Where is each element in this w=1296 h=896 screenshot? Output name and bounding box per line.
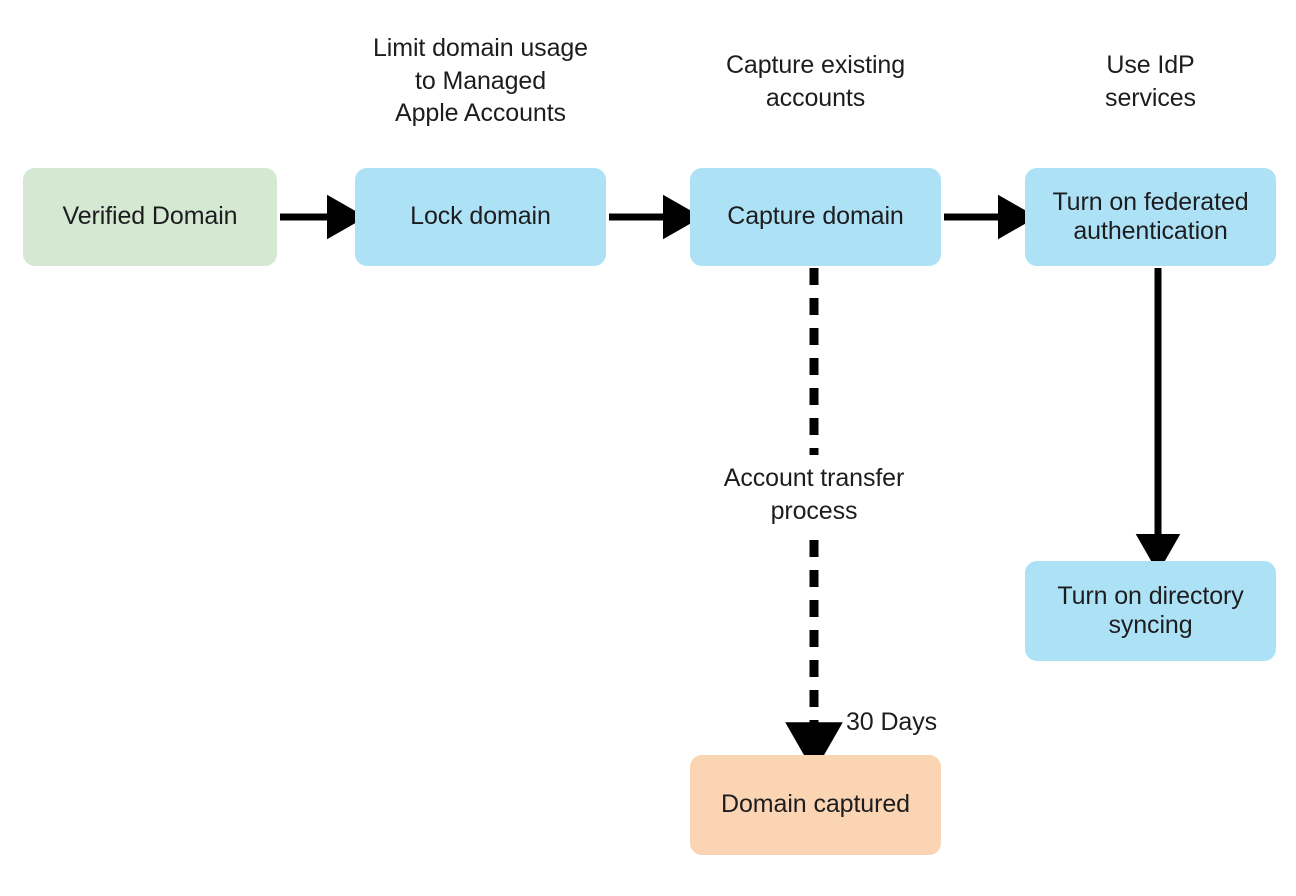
- caption-capture-domain: Capture existing accounts: [725, 51, 906, 112]
- node-lock-domain[interactable]: Lock domain: [355, 168, 606, 266]
- node-verified-domain[interactable]: Verified Domain: [23, 168, 277, 266]
- node-federated-auth[interactable]: Turn on federated authentication: [1025, 168, 1276, 266]
- node-domain-captured-label: Domain captured: [721, 790, 910, 819]
- caption-federated-auth: Use IdP services: [1105, 51, 1196, 112]
- node-domain-captured[interactable]: Domain captured: [690, 755, 941, 855]
- node-capture-domain-label: Capture domain: [727, 202, 904, 231]
- edge-label-account-transfer-process: Account transfer process: [723, 464, 905, 525]
- node-lock-domain-label: Lock domain: [410, 202, 551, 231]
- node-federated-auth-label: Turn on federated authentication: [1052, 187, 1249, 246]
- node-directory-syncing-label: Turn on directory syncing: [1057, 581, 1244, 640]
- caption-lock-domain: Limit domain usage to Managed Apple Acco…: [373, 34, 588, 127]
- node-directory-syncing[interactable]: Turn on directory syncing: [1025, 561, 1276, 661]
- node-capture-domain[interactable]: Capture domain: [690, 168, 941, 266]
- edge-label-30-days: 30 Days: [846, 708, 938, 736]
- node-verified-domain-label: Verified Domain: [62, 202, 238, 231]
